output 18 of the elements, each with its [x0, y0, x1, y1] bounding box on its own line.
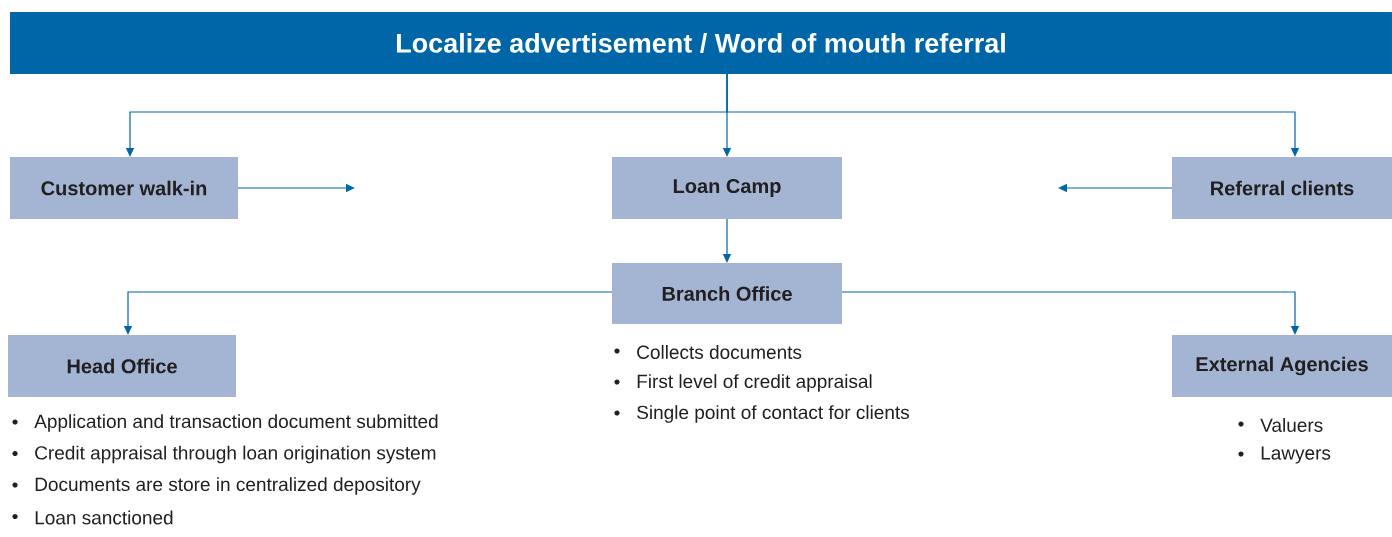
bullet-text: Single point of contact for clients [637, 405, 909, 423]
bullet-text: Credit appraisal through loan origination system [35, 445, 436, 464]
process-box: Head Office [8, 335, 236, 397]
bullet-text: Application and transaction document submitted [34, 414, 438, 432]
process-box: External Agencies [1172, 335, 1392, 397]
bullet-text: Lawyers [1261, 446, 1331, 464]
process-box: Branch Office [612, 263, 842, 324]
arrow [726, 73, 1300, 157]
bullet-text: Documents are store in centralized depository [35, 477, 421, 495]
bullet-text: Loan sanctioned [35, 510, 173, 525]
process-box: Loan Camp [612, 157, 842, 219]
process-box: Referral clients [1172, 157, 1392, 219]
title-banner: Localize advertisement / Word of mouth referral [10, 12, 1392, 74]
process-box: Customer walk-in [10, 157, 238, 219]
arrow [841, 291, 1300, 335]
bullet-text: Collects documents [637, 345, 802, 359]
bullet-text: Valuers [1260, 418, 1323, 432]
bullet-text: First level of credit appraisal [637, 374, 872, 392]
